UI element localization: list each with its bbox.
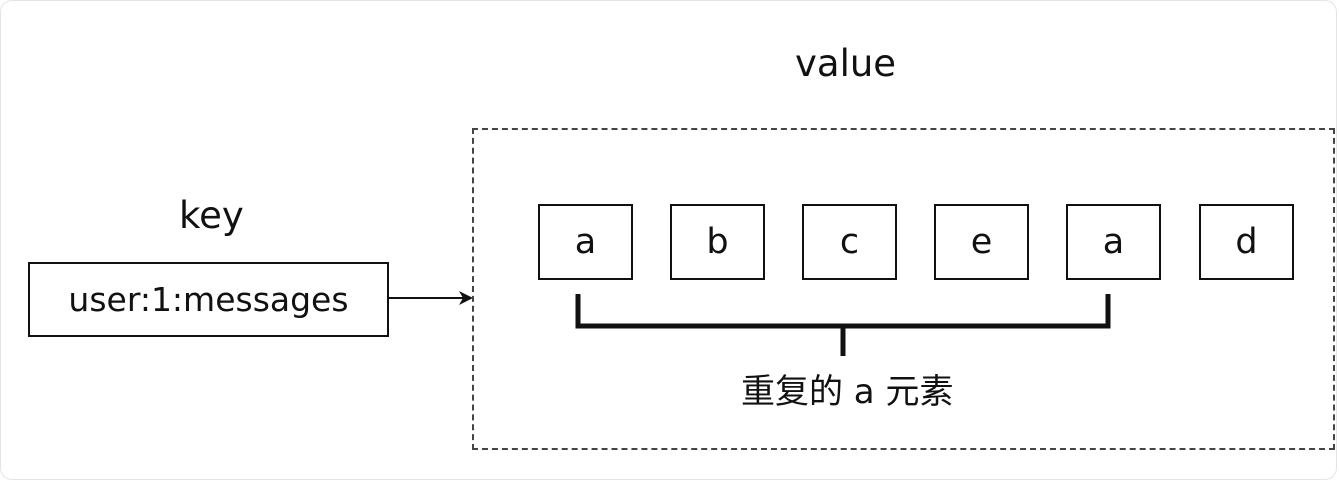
key-to-value-arrow (389, 291, 473, 305)
list-element: b (670, 204, 765, 280)
duplicate-bracket (575, 294, 1111, 356)
key-box: user:1:messages (28, 262, 389, 337)
list-element: a (1066, 204, 1161, 280)
key-heading: key (179, 194, 244, 237)
duplicate-label: 重复的 a 元素 (741, 372, 954, 412)
list-element: d (1199, 204, 1294, 280)
key-name: user:1:messages (68, 280, 349, 319)
list-element: e (934, 204, 1029, 280)
value-heading: value (795, 42, 897, 85)
value-container (472, 128, 1335, 450)
list-element: a (538, 204, 633, 280)
list-element: c (802, 204, 897, 280)
